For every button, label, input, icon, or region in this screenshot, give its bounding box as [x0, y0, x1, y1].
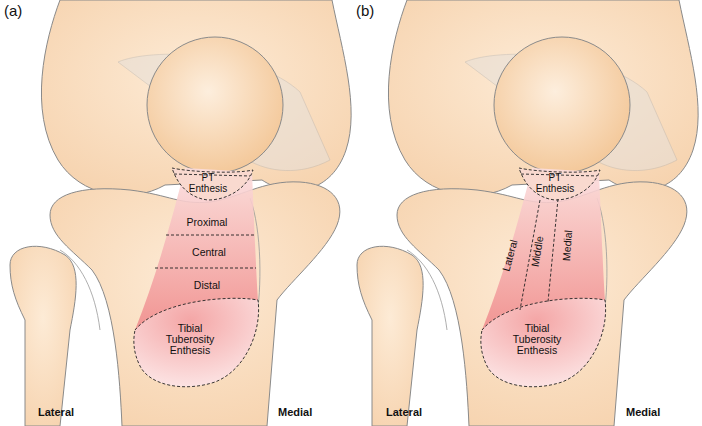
region-name: Proximal: [187, 217, 228, 228]
tendon-region: Middle: [510, 242, 564, 260]
side-label: Lateral: [386, 406, 422, 418]
side-label: Lateral: [38, 406, 74, 418]
region-divider: [166, 235, 254, 236]
tendon-region: Tibial Tuberosity Enthesis: [152, 316, 228, 362]
panel-letter: (b): [356, 2, 374, 19]
side-label: Medial: [278, 406, 312, 418]
region-name: Tibial Tuberosity Enthesis: [499, 323, 575, 356]
region-divider: [155, 268, 256, 269]
side-label: Medial: [626, 406, 660, 418]
region-name: Central: [192, 247, 226, 258]
panel-letter: (a): [4, 2, 22, 19]
region-divider: [548, 199, 558, 302]
tendon-region: Medial: [540, 236, 594, 254]
region-name: Distal: [194, 280, 220, 291]
tendon-region: Tibial Tuberosity Enthesis: [499, 316, 575, 362]
knee-panel-b: [357, 0, 698, 426]
knee-panel-a: [10, 0, 351, 426]
region-name: Tibial Tuberosity Enthesis: [152, 323, 228, 356]
region-name: Medial: [560, 229, 573, 261]
tendon-region: Lateral: [483, 246, 537, 264]
tendon-region: Distal: [172, 276, 242, 294]
tendon-region: PT Enthesis: [186, 170, 230, 196]
tendon-region: Central: [174, 243, 244, 261]
tendon-region: PT Enthesis: [533, 170, 577, 196]
region-name: PT Enthesis: [533, 172, 577, 194]
region-name: PT Enthesis: [186, 172, 230, 194]
tendon-region: Proximal: [172, 213, 242, 231]
